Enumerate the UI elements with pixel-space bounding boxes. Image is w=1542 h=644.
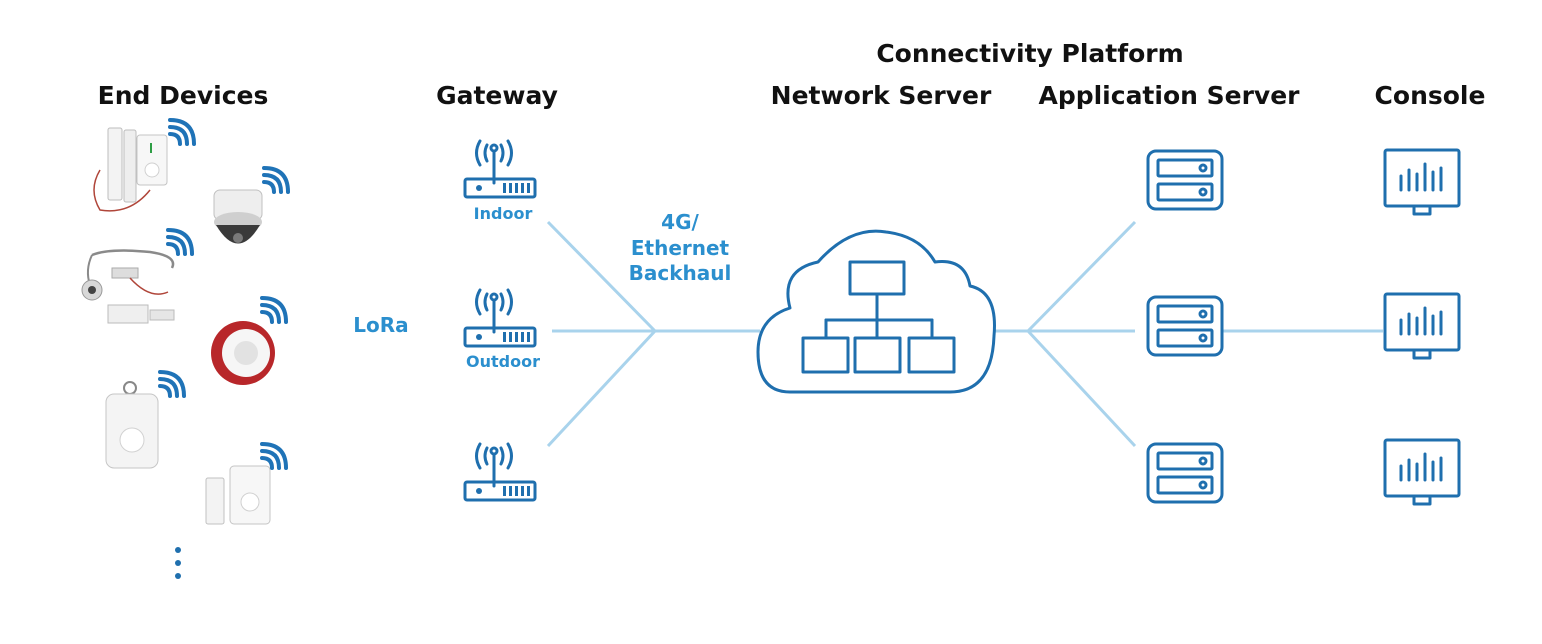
connectivity-platform-title: Connectivity Platform: [876, 39, 1183, 68]
monitor-chart-icon: [1383, 438, 1461, 506]
end-devices-group: [81, 118, 290, 579]
gateway-router-icon: [463, 442, 537, 502]
wifi-signal-icon: [260, 442, 288, 470]
backhaul-label-line1: 4G/: [661, 210, 699, 234]
application-server-header: Application Server: [1038, 81, 1300, 110]
monitor-chart-icon: [1383, 292, 1461, 360]
console-header: Console: [1375, 81, 1486, 110]
backhaul-label-line2: Ethernet: [631, 236, 730, 260]
cloud-hierarchy-icon: [756, 229, 996, 394]
server-rack-icon: [1146, 442, 1224, 504]
connector-lines: [546, 220, 1383, 448]
server-rack-icon: [1146, 149, 1224, 211]
gateway-indoor-label: Indoor: [474, 204, 533, 223]
door-sensor-device: [93, 127, 168, 212]
wifi-signal-icon: [262, 166, 290, 194]
contact-sensor-device: [205, 465, 271, 525]
wifi-signal-icon: [168, 118, 196, 146]
gateway-router-icon: [463, 288, 537, 348]
cable-sensor-device: [81, 249, 175, 324]
lora-label: LoRa: [353, 313, 408, 337]
gateway-header: Gateway: [436, 81, 558, 110]
wifi-signal-icon: [158, 370, 186, 398]
server-rack-icon: [1146, 295, 1224, 357]
gateway-router-icon: [463, 139, 537, 199]
wifi-signal-icon: [260, 296, 288, 324]
dome-camera-device: [213, 189, 263, 244]
wifi-signal-icon: [166, 228, 194, 256]
key-fob-device: [105, 381, 159, 469]
vertical-ellipsis-icon: [175, 547, 181, 579]
backhaul-label-line3: Backhaul: [629, 261, 732, 285]
network-server-header: Network Server: [771, 81, 992, 110]
end-devices-header: End Devices: [98, 81, 269, 110]
gateway-outdoor-label: Outdoor: [466, 352, 540, 371]
siren-device: [211, 321, 275, 385]
monitor-chart-icon: [1383, 148, 1461, 216]
